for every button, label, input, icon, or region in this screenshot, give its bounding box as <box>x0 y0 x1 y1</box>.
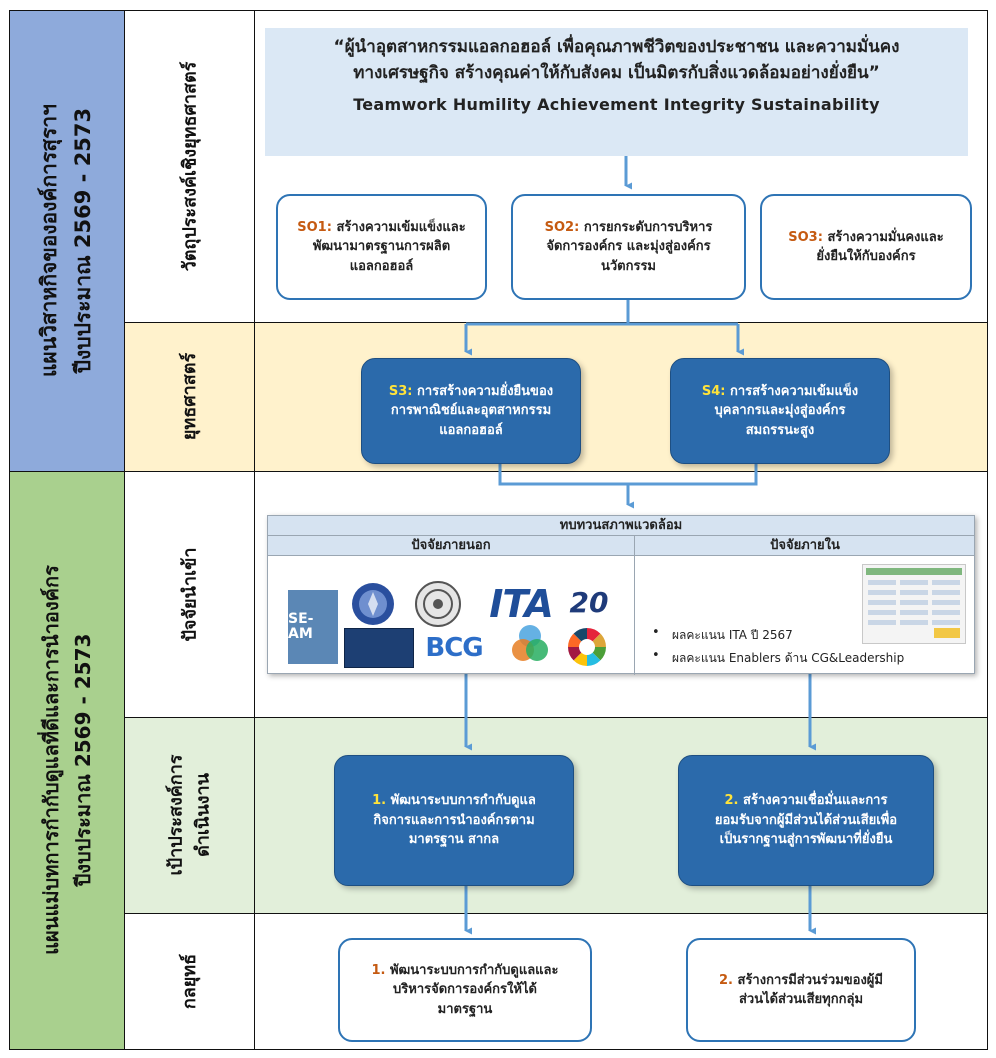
sepa-logo: SE-AM <box>288 590 338 664</box>
left-panel-bottom <box>9 471 124 1049</box>
so1-line2: พัฒนามาตรฐานการผลิต <box>312 239 451 255</box>
s3-line3: แอลกอฮอล์ <box>439 422 503 438</box>
sepa-logo-text: SE-AM <box>288 610 314 642</box>
env-col-divider <box>634 536 635 675</box>
outer-frame <box>9 10 988 1050</box>
goal1-code: 1. <box>372 793 387 809</box>
left-title-top-line2: ปีงบประมาณ 2569 - 2573 <box>70 107 95 374</box>
row-label-goals-line1: เป้าประสงค์การ <box>165 754 186 876</box>
so1-code: SO1: <box>297 219 332 235</box>
left-title-bottom: แผนแม่บทการกำกับดูแลที่ดีและการนำองค์กร … <box>9 471 124 1049</box>
internal-factor-item: ผลคะแนน ITA ปี 2567 <box>646 625 966 645</box>
so2-code: SO2: <box>544 219 580 235</box>
tactic1-box: 1. พัฒนาระบบการกำกับดูแลและ บริหารจัดการ… <box>338 938 592 1042</box>
announcement-thumbnail <box>344 628 414 668</box>
bcg-logo: BCG <box>420 628 488 668</box>
goal1-line2: กิจการและการนำองค์กรตาม <box>373 812 535 828</box>
so2-line2: จัดการองค์กร และมุ่งสู่องค์กร <box>546 239 711 255</box>
row-label-tactics: กลยุทธ์ <box>124 913 254 1050</box>
divider-h3 <box>124 717 988 718</box>
vision-line2: ทางเศรษฐกิจ สร้างคุณค่าให้กับสังคม เป็นม… <box>353 63 880 84</box>
ita-logo: ITA <box>481 580 561 628</box>
goal2-line3: เป็นรากฐานสู่การพัฒนาที่ยั่งยืน <box>719 832 893 848</box>
divider-h4 <box>124 913 988 914</box>
circular-venn-icon <box>510 620 550 668</box>
so1-line3: แอลกอฮอล์ <box>349 258 414 274</box>
tactic1-line1: พัฒนาระบบการกำกับดูแลและ <box>385 962 559 978</box>
goal2-line1: สร้างความเชื่อมั่นและการ <box>738 793 888 809</box>
left-title-bottom-line1: แผนแม่บทการกำกับดูแลที่ดีและการนำองค์กร <box>38 565 63 955</box>
divider-v2 <box>254 10 255 1050</box>
bcg-logo-text: BCG <box>425 633 483 663</box>
so3-box: SO3: สร้างความมั่นคงและ ยั่งยืนให้กับองค… <box>760 194 972 300</box>
goal2-box: 2. สร้างความเชื่อมั่นและการ ยอมรับจากผู้… <box>678 755 934 886</box>
anniversary-logo: 20 <box>564 578 614 626</box>
goal1-line3: มาตรฐาน สากล <box>408 832 500 848</box>
s3-line2: การพาณิชย์และอุตสาหกรรม <box>390 403 552 419</box>
so3-code: SO3: <box>788 229 823 245</box>
ita-logo-text: ITA <box>489 582 554 626</box>
tactic2-line1: สร้างการมีส่วนร่วมของผู้มี <box>732 972 884 988</box>
row-label-tactics-text: กลยุทธ์ <box>179 953 201 1010</box>
s4-code: S4: <box>701 383 726 399</box>
internal-factor-item: ผลคะแนน Enablers ด้าน CG&Leadership <box>646 648 966 668</box>
row-label-inputs-text: ปัจจัยนำเข้า <box>179 546 201 642</box>
tactic1-line2: บริหารจัดการองค์กรให้ได้ <box>393 982 537 998</box>
env-title: ทบทวนสภาพแวดล้อม <box>559 518 683 533</box>
goal1-line1: พัฒนาระบบการกำกับดูแล <box>386 793 536 809</box>
internal-factor-list: ผลคะแนน ITA ปี 2567 ผลคะแนน Enablers ด้า… <box>646 625 966 672</box>
so1-box: SO1: สร้างความเข้มแข็งและ พัฒนามาตรฐานกา… <box>276 194 487 300</box>
s3-code: S3: <box>388 383 413 399</box>
so2-box: SO2: การยกระดับการบริหาร จัดการองค์กร แล… <box>511 194 746 300</box>
env-internal-header: ปัจจัยภายใน <box>770 538 840 553</box>
s4-line2: บุคลากรและมุ่งสู่องค์กร <box>714 403 846 419</box>
row-label-strategies: ยุทธศาสตร์ <box>124 322 254 471</box>
so3-line2: ยั่งยืนให้กับองค์กร <box>816 249 916 264</box>
tactic1-code: 1. <box>371 962 386 978</box>
goal2-code: 2. <box>724 793 739 809</box>
environment-scan-table: ทบทวนสภาพแวดล้อม ปัจจัยภายนอก ปัจจัยภายใ… <box>267 515 975 675</box>
vision-line1: “ผู้นำอุตสาหกรรมแอลกอฮอล์ เพื่อคุณภาพชีว… <box>333 37 900 57</box>
s4-box: S4: การสร้างความเข้มแข็ง บุคลากรและมุ่งส… <box>670 358 890 464</box>
tactic2-box: 2. สร้างการมีส่วนร่วมของผู้มี ส่วนได้ส่ว… <box>686 938 916 1042</box>
goal2-line2: ยอมรับจากผู้มีส่วนได้ส่วนเสียเพื่อ <box>714 812 898 828</box>
ministry-seal-icon <box>413 578 463 630</box>
row-label-strategies-text: ยุทธศาสตร์ <box>179 352 201 441</box>
s4-line1: การสร้างความเข้มแข็ง <box>725 383 859 399</box>
so2-line1: การยกระดับการบริหาร <box>579 219 713 235</box>
row-label-operational-goals: เป้าประสงค์การ ดำเนินงาน <box>124 717 254 913</box>
row-label-goals-line2: ดำเนินงาน <box>192 773 213 857</box>
anniversary-logo-text: 20 <box>569 585 609 619</box>
vision-statement: “ผู้นำอุตสาหกรรมแอลกอฮอล์ เพื่อคุณภาพชีว… <box>265 34 968 154</box>
tactic2-code: 2. <box>719 972 733 988</box>
env-external-header: ปัจจัยภายนอก <box>411 538 491 553</box>
sdgs-wheel-icon <box>564 626 610 668</box>
core-values: Teamwork Humility Achievement Integrity … <box>353 94 880 114</box>
left-title-top-line1: แผนวิสาหกิจขององค์การสุราฯ <box>36 103 61 378</box>
s4-line3: สมถรรนะสูง <box>745 422 815 438</box>
so2-line3: นวัตกรรม <box>600 258 657 274</box>
s3-box: S3: การสร้างความยั่งยืนของ การพาณิชย์และ… <box>361 358 581 464</box>
tactic2-line2: ส่วนได้ส่วนเสียทุกกลุ่ม <box>738 992 864 1007</box>
left-title-bottom-line2: ปีงบประมาณ 2569 - 2573 <box>70 633 95 887</box>
garuda-emblem-icon <box>348 578 398 630</box>
s3-line1: การสร้างความยั่งยืนของ <box>412 383 554 399</box>
tactic1-line3: มาตรฐาน <box>437 1001 493 1017</box>
so3-line1: สร้างความมั่นคงและ <box>822 229 944 245</box>
env-title-row: ทบทวนสภาพแวดล้อม <box>268 516 974 536</box>
row-label-so-text: วัตถุประสงค์เชิงยุทธศาสตร์ <box>179 61 201 271</box>
left-title-top: แผนวิสาหกิจขององค์การสุราฯ ปีงบประมาณ 25… <box>9 10 124 471</box>
divider-v1 <box>124 10 125 1050</box>
goal1-box: 1. พัฒนาระบบการกำกับดูแล กิจการและการนำอ… <box>334 755 574 886</box>
row-label-strategic-objectives: วัตถุประสงค์เชิงยุทธศาสตร์ <box>124 10 254 322</box>
left-panel-top <box>9 10 124 471</box>
row-label-inputs: ปัจจัยนำเข้า <box>124 471 254 717</box>
env-col-headers: ปัจจัยภายนอก ปัจจัยภายใน <box>268 536 974 556</box>
so1-line1: สร้างความเข้มแข็งและ <box>331 219 466 235</box>
